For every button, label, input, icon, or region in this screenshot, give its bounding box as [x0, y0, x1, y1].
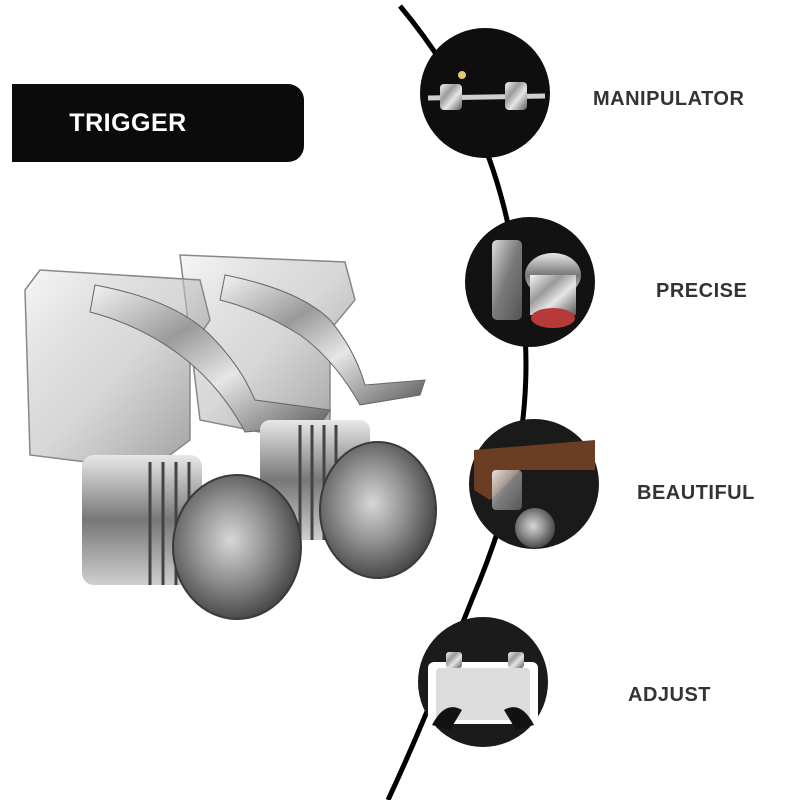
phone-mount-icon [418, 617, 548, 747]
trigger-product-image [24, 254, 437, 620]
feature-label-manipulator: MANIPULATOR [593, 88, 745, 110]
page-title: TRIGGER [69, 108, 187, 137]
rod-detail-icon [420, 28, 550, 158]
knob-detail-icon [465, 217, 595, 347]
feature-label-precise: PRECISE [656, 280, 748, 302]
feature-label-adjust: ADJUST [628, 684, 712, 706]
feature-label-beautiful: BEAUTIFUL [637, 482, 755, 504]
title-badge: TRIGGER [12, 84, 304, 162]
rifle-detail-icon [469, 419, 599, 549]
